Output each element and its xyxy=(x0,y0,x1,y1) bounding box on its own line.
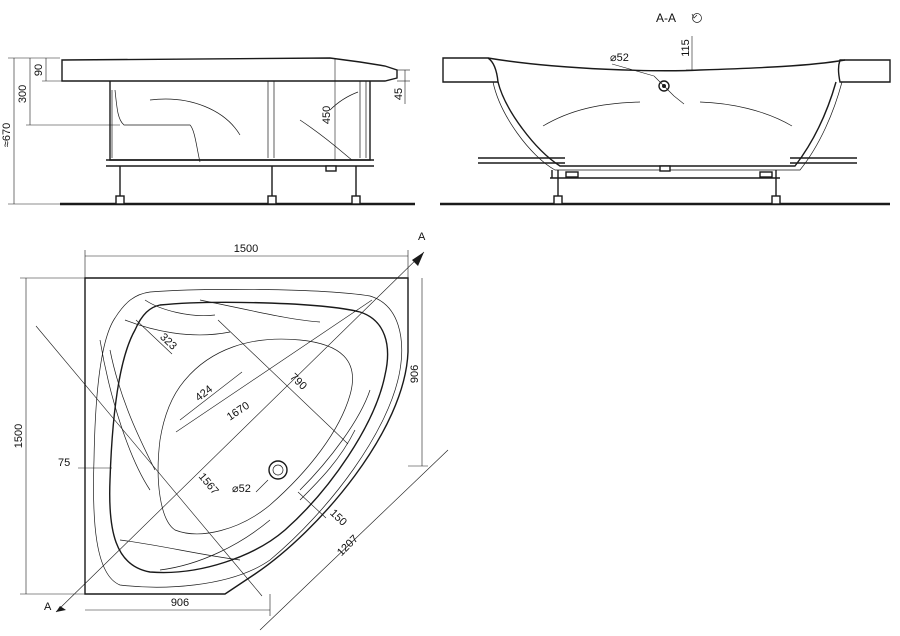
section-arrow-icon xyxy=(56,252,424,612)
plan-outline xyxy=(84,277,409,595)
drain-circle xyxy=(658,80,670,92)
dim-rim-step: 45 xyxy=(393,88,405,100)
dim-rim-width: 75 xyxy=(58,457,70,469)
section-view: A-A ⌀52 xyxy=(440,11,891,206)
dim-rim-height: 90 xyxy=(33,64,45,76)
dim-plan-drain: ⌀52 xyxy=(232,483,251,495)
plan-view: 1500 1500 906 906 75 1567 1207 1670 790 … xyxy=(13,231,449,631)
dim-side-edge: 906 xyxy=(409,365,421,383)
basin-outline xyxy=(108,301,389,574)
dim-length: 1500 xyxy=(13,424,25,448)
plan-drain xyxy=(268,460,288,480)
rotate-view-icon xyxy=(691,13,702,23)
dim-drain-offset: 150 xyxy=(327,507,349,528)
side-view: ≈670 300 90 450 45 xyxy=(1,57,415,206)
dim-total-height: ≈670 xyxy=(1,123,13,147)
dim-inner-depth: 450 xyxy=(321,106,333,124)
dim-drain-depth: 115 xyxy=(680,39,692,57)
legs-side xyxy=(115,165,361,205)
cut-marker-bottom: A xyxy=(44,601,52,613)
dim-width: 1500 xyxy=(234,243,258,255)
seat-contour xyxy=(114,89,201,163)
dim-section-drain: ⌀52 xyxy=(610,52,629,64)
rim-outline xyxy=(61,57,398,82)
dim-panel-height: 300 xyxy=(17,85,29,103)
section-label: A-A xyxy=(656,11,676,25)
rim-contour xyxy=(93,289,403,588)
shell-outline xyxy=(487,57,846,72)
cut-marker-top: A xyxy=(418,231,426,243)
dim-front-edge: 906 xyxy=(171,597,189,609)
